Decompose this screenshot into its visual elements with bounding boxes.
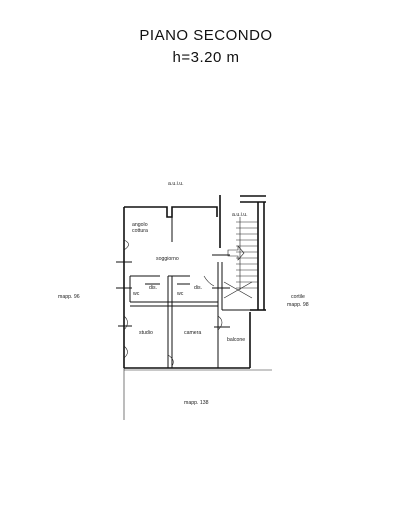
label-mapp-138: mapp. 138 — [184, 400, 209, 406]
site-lines — [123, 368, 272, 420]
label-balcone: balcone — [227, 337, 245, 343]
ceiling-height: h=3.20 m — [172, 49, 240, 66]
label-angolo: angolo — [132, 222, 148, 228]
label-soggiorno: soggiorno — [156, 256, 179, 262]
label-wc-left: wc — [133, 291, 140, 297]
label-camera: camera — [184, 330, 201, 336]
surroundings-labels: mapp. 96 cortile mapp. 98 mapp. 138 — [58, 294, 309, 406]
door-marks — [116, 239, 230, 367]
label-dis-left: dis. — [149, 285, 157, 291]
outer-walls — [123, 195, 266, 369]
label-wc-right: wc — [177, 291, 184, 297]
label-studio: studio — [139, 330, 153, 336]
stair — [223, 217, 258, 299]
label-mapp-96: mapp. 96 — [58, 294, 80, 300]
label-cottura: cottura — [132, 228, 148, 234]
plan-title: PIANO SECONDO — [139, 27, 273, 44]
label-cortile: cortile — [291, 294, 305, 300]
label-dis-right: dis. — [194, 285, 202, 291]
partitions — [129, 217, 250, 368]
label-auiu-top: a.u.i.u. — [168, 181, 184, 187]
label-auiu-stair: a.u.i.u. — [232, 212, 248, 218]
room-labels: a.u.i.u. a.u.i.u. angolo cottura soggior… — [132, 181, 248, 343]
label-mapp-98: mapp. 98 — [287, 302, 309, 308]
